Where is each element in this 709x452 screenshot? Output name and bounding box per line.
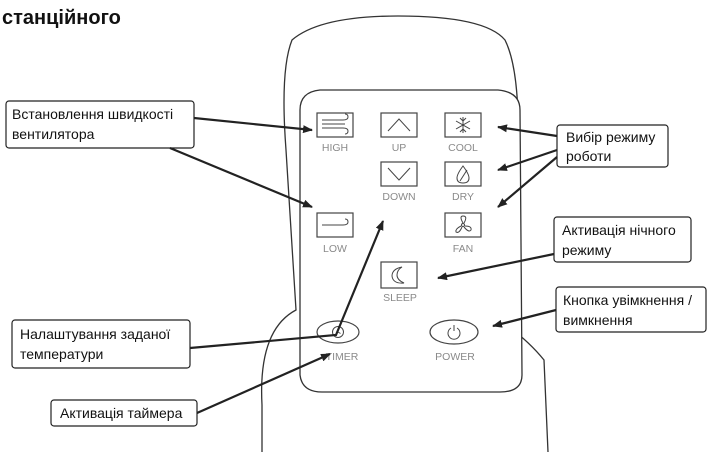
droplet-icon xyxy=(456,165,470,184)
callout-mode: Вибір режиму роботи xyxy=(556,124,669,168)
callout-fan-speed: Встановлення швидкості вентилятора xyxy=(5,100,195,149)
callout-temperature-line2: температури xyxy=(20,346,103,362)
power-button[interactable]: POWER xyxy=(429,319,479,363)
up-button[interactable]: UP xyxy=(380,112,418,154)
cool-button[interactable]: COOL xyxy=(444,112,482,154)
arrow-mode-cool xyxy=(497,124,558,138)
callout-onoff-line2: вимкнення xyxy=(563,312,633,328)
callout-onoff-line1: Кнопка увімкнення / xyxy=(563,292,692,308)
callout-timer-line1: Активація таймера xyxy=(60,405,183,421)
down-label: DOWN xyxy=(382,191,415,203)
callout-night-line2: режиму xyxy=(562,242,611,258)
low-button[interactable]: LOW xyxy=(316,212,354,255)
callout-timer: Активація таймера xyxy=(50,399,198,427)
arrow-fan-speed-low xyxy=(169,146,313,209)
chevron-down-icon xyxy=(387,167,411,181)
high-button[interactable]: HIGH xyxy=(316,112,354,154)
up-label: UP xyxy=(392,142,407,154)
down-button[interactable]: DOWN xyxy=(380,161,418,203)
arrow-night xyxy=(437,252,555,281)
callout-onoff: Кнопка увімкнення / вимкнення xyxy=(555,286,707,333)
callout-fan-speed-line1: Встановлення швидкості xyxy=(12,106,173,122)
arrow-timer xyxy=(196,352,331,415)
power-label: POWER xyxy=(435,351,475,363)
low-label: LOW xyxy=(323,243,347,255)
arrow-mode-fan xyxy=(497,156,558,208)
callout-night: Активація нічного режиму xyxy=(553,216,692,263)
fan-icon xyxy=(455,215,472,233)
callout-fan-speed-line2: вентилятора xyxy=(12,126,95,142)
arrow-temperature xyxy=(189,220,385,350)
callout-mode-line2: роботи xyxy=(566,148,611,164)
dry-button[interactable]: DRY xyxy=(444,161,482,203)
arrow-onoff xyxy=(492,308,557,328)
cool-label: COOL xyxy=(448,142,478,154)
sleep-label: SLEEP xyxy=(383,292,417,304)
dry-label: DRY xyxy=(452,191,474,203)
page-title: станційного xyxy=(2,7,121,29)
crescent-moon-icon xyxy=(391,266,405,284)
fan-label: FAN xyxy=(453,243,473,255)
timer-label: TIMER xyxy=(326,351,359,363)
callout-mode-line1: Вибір режиму xyxy=(566,129,655,145)
sleep-button[interactable]: SLEEP xyxy=(380,261,418,304)
callout-temperature-line1: Налаштування заданої xyxy=(20,326,170,342)
high-label: HIGH xyxy=(322,142,348,154)
chevron-up-icon xyxy=(387,118,411,132)
wind-line-icon xyxy=(322,218,349,226)
callout-night-line1: Активація нічного xyxy=(562,222,676,238)
arrow-mode-dry xyxy=(497,148,558,172)
power-icon xyxy=(447,325,461,340)
wind-lines-icon xyxy=(322,113,349,135)
fan-button[interactable]: FAN xyxy=(444,212,482,255)
arrow-fan-speed-high xyxy=(193,116,313,134)
callout-temperature: Налаштування заданої температури xyxy=(11,319,191,369)
snowflake-icon xyxy=(455,117,471,133)
